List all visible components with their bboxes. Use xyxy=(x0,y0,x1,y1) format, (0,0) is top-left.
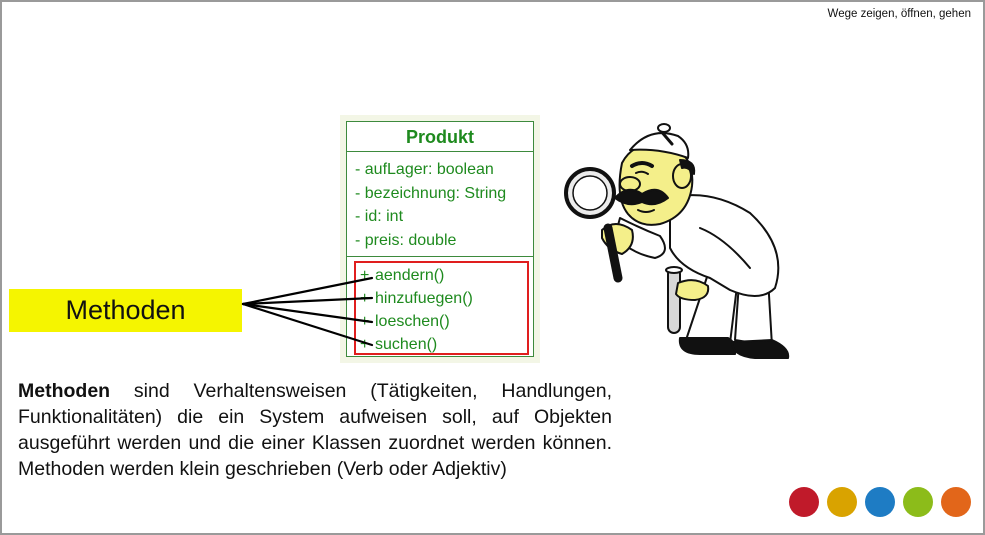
uml-method-name: hinzufuegen() xyxy=(375,290,473,307)
dot-gold xyxy=(827,487,857,517)
uml-method-name: suchen() xyxy=(375,336,438,353)
uml-attribute: - aufLager: boolean xyxy=(355,161,494,178)
uml-method: + suchen() xyxy=(356,333,527,356)
connector-line xyxy=(241,302,374,347)
uml-attributes: - aufLager: boolean - bezeichnung: Strin… xyxy=(347,152,533,257)
uml-attribute: - bezeichnung: String xyxy=(355,184,507,202)
uml-class-name: Produkt xyxy=(347,122,533,152)
connector-line xyxy=(241,276,374,306)
connector-line xyxy=(241,302,374,324)
dot-blue xyxy=(865,487,895,517)
dot-green xyxy=(903,487,933,517)
description-text: sind Verhaltensweisen (Tätigkeiten, Hand… xyxy=(18,380,612,480)
detective-magnifier-illustration xyxy=(564,123,790,359)
uml-method-visibility: + xyxy=(360,267,370,284)
uml-method-visibility: + xyxy=(360,336,370,353)
color-dots-decoration xyxy=(789,487,979,517)
methods-description: Methoden sind Verhaltensweisen (Tätigkei… xyxy=(18,378,612,482)
methoden-callout-label: Methoden xyxy=(9,289,242,332)
dot-red xyxy=(789,487,819,517)
uml-method-name: loeschen() xyxy=(375,313,450,330)
uml-method: + aendern() xyxy=(356,264,527,287)
dot-orange xyxy=(941,487,971,517)
uml-attribute: - id: int xyxy=(355,208,404,225)
header-tagline: Wege zeigen, öffnen, gehen xyxy=(827,8,971,20)
uml-class-box: Produkt - aufLager: boolean - bezeichnun… xyxy=(346,121,534,357)
description-term: Methoden xyxy=(18,380,111,402)
uml-method-name: aendern() xyxy=(375,267,445,284)
connector-line xyxy=(241,296,374,306)
uml-class-diagram: Produkt - aufLager: boolean - bezeichnun… xyxy=(340,115,540,363)
uml-methods-highlight: + aendern() + hinzufuegen() + loeschen() + s… xyxy=(354,261,529,355)
uml-attribute: - preis: double xyxy=(355,231,457,249)
